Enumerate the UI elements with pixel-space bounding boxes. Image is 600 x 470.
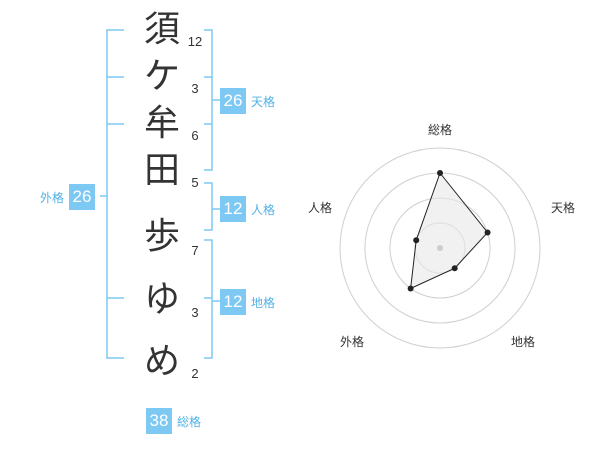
radar-label-chikaku: 地格 bbox=[511, 334, 535, 349]
stroke-count-4: 5 bbox=[191, 175, 199, 190]
radar-label-gaikaku: 外格 bbox=[340, 334, 364, 349]
name-char-3: 牟 bbox=[143, 103, 180, 144]
radar-polygon bbox=[410, 171, 489, 290]
radar-point bbox=[437, 170, 443, 176]
soukaku-value: 38 bbox=[146, 408, 172, 434]
jinkaku-value: 12 bbox=[220, 196, 246, 222]
radar-label-jinkaku: 人格 bbox=[308, 200, 332, 215]
soukaku-badge: 38 総格 bbox=[146, 408, 201, 434]
radar-point bbox=[407, 285, 414, 292]
radar-point bbox=[484, 229, 491, 236]
stroke-count-6: 3 bbox=[191, 305, 199, 320]
tenkaku-badge: 26 天格 bbox=[220, 88, 275, 114]
stroke-count-1: 12 bbox=[187, 34, 203, 49]
jinkaku-label: 人格 bbox=[251, 202, 276, 217]
stroke-count-5: 7 bbox=[191, 243, 199, 258]
stroke-count-3: 6 bbox=[191, 128, 199, 143]
tenkaku-label: 天格 bbox=[251, 94, 276, 109]
radar-ring bbox=[339, 147, 541, 349]
stroke-count-7: 2 bbox=[191, 366, 199, 381]
radar-point bbox=[413, 237, 420, 244]
chikaku-badge: 12 地格 bbox=[220, 289, 275, 315]
gaikaku-badge: 26 外格 bbox=[40, 184, 96, 210]
name-char-1: 須 bbox=[143, 9, 180, 50]
name-char-4: 田 bbox=[143, 150, 180, 191]
radar-center-dot bbox=[437, 245, 443, 251]
tenkaku-value: 26 bbox=[220, 88, 246, 114]
chikaku-value: 12 bbox=[220, 289, 246, 315]
soukaku-label: 総格 bbox=[177, 414, 202, 429]
name-char-6: ゆ bbox=[143, 279, 180, 320]
name-char-5: 歩 bbox=[143, 216, 180, 257]
radar-points bbox=[407, 170, 491, 292]
name-char-2: ケ bbox=[143, 56, 180, 97]
jinkaku-badge: 12 人格 bbox=[220, 196, 275, 222]
radar-label-soukaku: 総格 bbox=[428, 122, 452, 137]
stroke-count-2: 3 bbox=[191, 81, 199, 96]
chikaku-label: 地格 bbox=[251, 295, 276, 310]
gaikaku-label: 外格 bbox=[40, 190, 65, 205]
name-char-7: め bbox=[143, 341, 180, 382]
radar-label-tenkaku: 天格 bbox=[551, 200, 575, 215]
gaikaku-value: 26 bbox=[69, 184, 96, 210]
radar-point bbox=[451, 265, 458, 272]
